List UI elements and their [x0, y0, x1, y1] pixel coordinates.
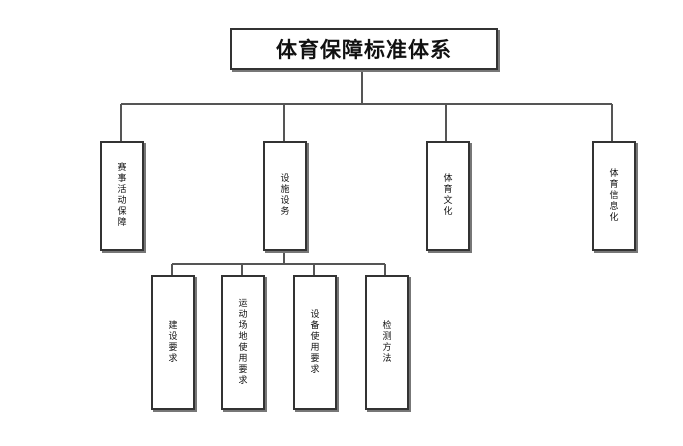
node-construction-requirements-label: 建设要求: [168, 320, 178, 364]
node-sports-culture-label: 体育文化: [443, 174, 453, 217]
node-equipment-usage-requirements-label: 设备使用要求: [310, 309, 320, 375]
node-sports-culture: 体育文化: [426, 141, 470, 251]
node-testing-methods: 检测方法: [365, 275, 409, 410]
node-venue-usage-requirements: 运动场地使用要求: [221, 275, 265, 410]
node-facilities: 设施设务: [263, 141, 307, 251]
node-equipment-usage-requirements: 设备使用要求: [293, 275, 337, 410]
node-event-support-label: 赛事活动保障: [117, 163, 127, 228]
node-construction-requirements: 建设要求: [151, 275, 195, 410]
node-facilities-label: 设施设务: [280, 174, 290, 217]
root-node: 体育保障标准体系: [230, 28, 498, 70]
node-sports-informatization: 体育信息化: [592, 141, 636, 251]
node-testing-methods-label: 检测方法: [382, 320, 392, 364]
node-venue-usage-requirements-label: 运动场地使用要求: [238, 298, 248, 386]
root-title: 体育保障标准体系: [276, 38, 452, 62]
node-event-support: 赛事活动保障: [100, 141, 144, 251]
node-sports-informatization-label: 体育信息化: [609, 168, 619, 223]
